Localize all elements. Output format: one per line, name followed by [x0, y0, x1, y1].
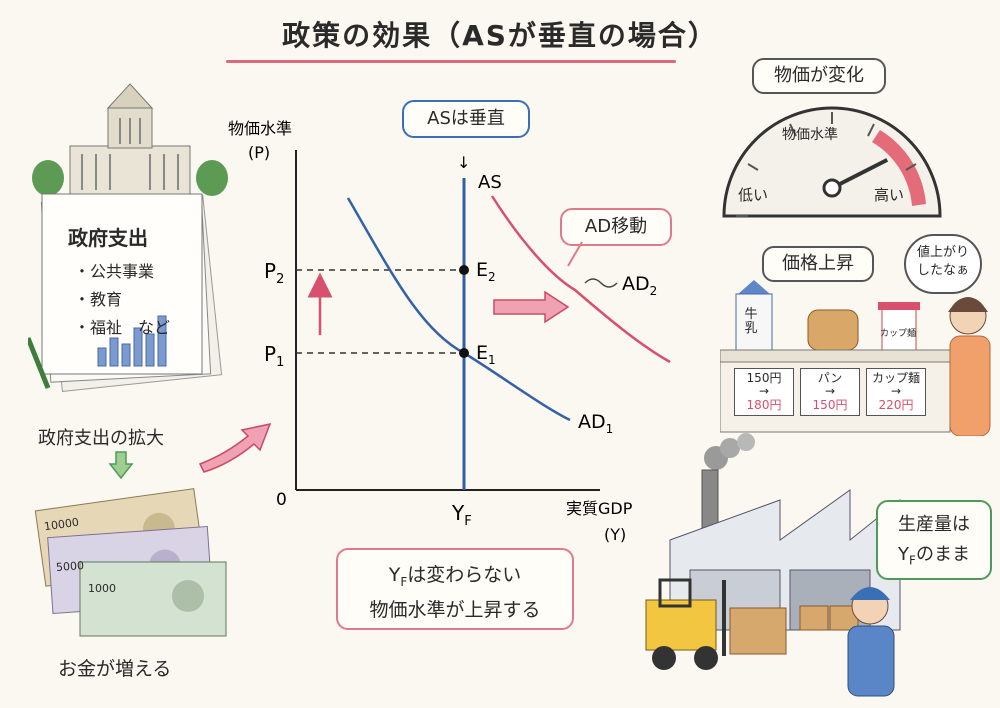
- conclusion-line-1: YFは変わらない: [388, 564, 522, 589]
- conclusion-line-2: 物価水準が上昇する: [369, 598, 541, 621]
- p1-label: P1: [264, 342, 284, 370]
- price-tag-milk-arrow: →: [758, 384, 770, 398]
- p2-label: P2: [264, 259, 284, 287]
- shopper-speech-line-1: 値上がり: [916, 245, 969, 260]
- shopper-speech-bubble: 値上がり したなぁ: [904, 234, 982, 294]
- diet-building-illustration: [32, 83, 228, 196]
- gauge-pivot: [822, 178, 842, 198]
- doc-title: 政府支出: [68, 226, 148, 250]
- price-tag-noodle-arrow: →: [890, 384, 902, 398]
- government-documents-illustration: [28, 193, 223, 392]
- as-vertical-callout: ASは垂直: [402, 100, 530, 138]
- banknote-value-2: 5000: [55, 559, 85, 574]
- gauge-high-label: 高い: [874, 186, 905, 204]
- gauge-high-zone: [872, 130, 926, 206]
- ad2-label: AD2: [622, 273, 657, 298]
- price-tag-noodle-old: カップ麺: [871, 371, 920, 385]
- e1-label: E1: [476, 342, 496, 367]
- banknotes-illustration: [34, 488, 227, 637]
- price-tag-milk-new: 180円: [746, 398, 782, 412]
- y-axis-label: 物価水準: [228, 119, 292, 138]
- equilibrium-e2: [459, 265, 469, 275]
- origin-label: 0: [276, 490, 287, 510]
- gauge-label: 物価水準: [782, 127, 838, 143]
- ad-shift-callout-pointer: [567, 241, 583, 267]
- ad2-label-tilde: [584, 278, 618, 288]
- price-tag-bread-old: パン: [817, 371, 843, 385]
- price-tag-bread-arrow: →: [824, 384, 836, 398]
- ad-shift-callout: AD移動: [560, 208, 672, 246]
- conclusion-callout: YFは変わらない 物価水準が上昇する: [336, 548, 574, 630]
- gauge-needle: [831, 158, 889, 190]
- banknote-value-3: 1000: [88, 582, 116, 595]
- ad1-curve: [346, 197, 571, 422]
- money-label: お金が増える: [58, 658, 172, 680]
- ad-as-graph: 物価水準 (P) 0 P2 P1 YF AS ↓ E2 E1 AD1 AD2 実…: [228, 119, 671, 544]
- as-label: AS: [478, 172, 502, 193]
- ad-shift-arrow: [493, 290, 570, 324]
- milk-label-line-1: 牛: [744, 307, 758, 322]
- price-tag-bread-new: 150円: [812, 398, 848, 412]
- x-axis-label: 実質GDP: [566, 499, 633, 518]
- price-tag-milk-old: 150円: [746, 371, 782, 385]
- price-gauge: [722, 106, 942, 218]
- yf-label: YF: [451, 501, 472, 529]
- expansion-label: 政府支出の拡大: [38, 428, 164, 449]
- factory-speech-line-1: 生産量は: [898, 514, 970, 535]
- doc-item-1: ・公共事業: [74, 262, 155, 281]
- cup-noodle-label: カップ麺: [880, 329, 917, 339]
- price-tag-bread: パン → 150円: [800, 368, 860, 416]
- title-underline: [226, 60, 676, 63]
- price-tag-noodle: カップ麺 → 220円: [866, 368, 926, 416]
- page-title: 政策の効果（ASが垂直の場合）: [282, 19, 718, 52]
- milk-label: 牛 乳: [742, 308, 760, 336]
- x-axis-symbol: (Y): [604, 525, 626, 544]
- price-tag-noodle-new: 220円: [878, 398, 914, 412]
- factory-illustration: [645, 433, 901, 697]
- price-tag-milk: 150円 → 180円: [734, 368, 794, 416]
- doc-item-3: ・福祉 など: [74, 318, 171, 337]
- gauge-low-label: 低い: [738, 186, 769, 204]
- expansion-to-graph-arrow: [198, 422, 272, 473]
- equilibrium-e1: [459, 348, 469, 358]
- factory-speech-line-2: YFのまま: [898, 544, 970, 568]
- price-rise-header: 価格上昇: [762, 246, 874, 282]
- ad2-curve: [490, 195, 671, 364]
- e2-label: E2: [476, 259, 496, 284]
- shopper-speech-line-2: したなぁ: [916, 263, 969, 278]
- factory-speech-bubble: 生産量は YFのまま: [876, 500, 992, 580]
- ad1-label: AD1: [578, 411, 613, 436]
- gauge-header: 物価が変化: [752, 58, 886, 94]
- y-axis-symbol: (P): [248, 143, 270, 162]
- doc-item-2: ・教育: [74, 290, 123, 309]
- down-arrow-icon: [108, 451, 134, 480]
- milk-label-line-2: 乳: [744, 321, 758, 336]
- as-pointer-arrow: ↓: [457, 153, 470, 172]
